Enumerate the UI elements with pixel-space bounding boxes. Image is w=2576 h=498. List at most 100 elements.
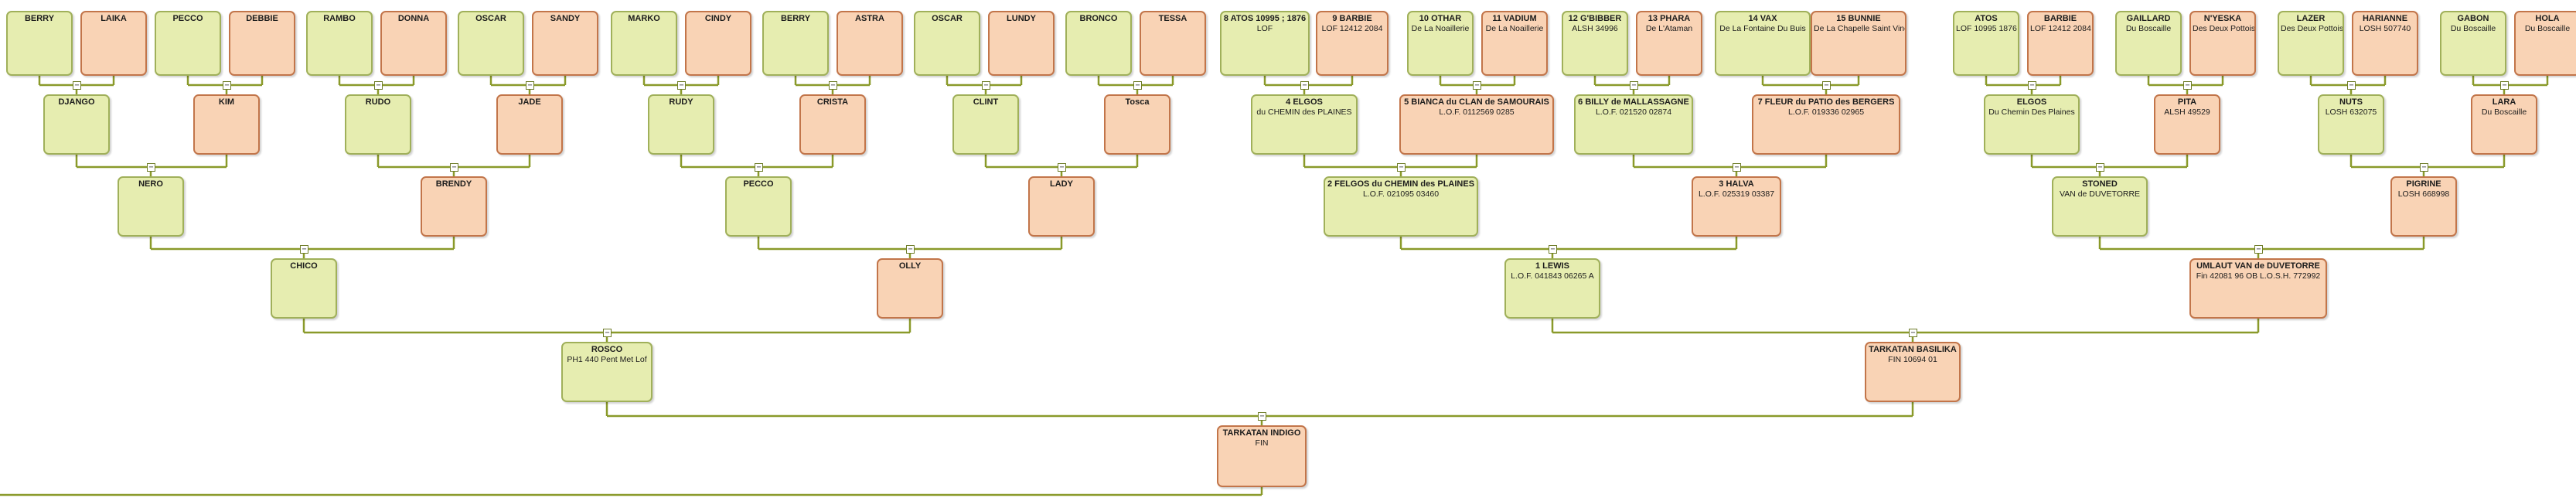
collapse-toggle-icon[interactable]: − (1258, 412, 1266, 421)
collapse-toggle-icon[interactable]: − (1630, 81, 1638, 90)
collapse-toggle-icon[interactable]: − (2254, 245, 2263, 254)
ancestor-gen6-card[interactable]: DEBBIE (229, 11, 295, 76)
collapse-toggle-icon[interactable]: − (1058, 163, 1066, 172)
ancestor-gen6-card[interactable]: SANDY (532, 11, 598, 76)
collapse-toggle-icon[interactable]: − (1133, 81, 1142, 90)
ancestor-gen6-card[interactable]: DONNA (380, 11, 447, 76)
collapse-toggle-icon[interactable]: − (906, 245, 915, 254)
collapse-toggle-icon[interactable]: − (677, 81, 686, 90)
ancestor-gen6-card[interactable]: LUNDY (988, 11, 1055, 76)
collapse-toggle-icon[interactable]: − (982, 81, 990, 90)
dog-registration: FIN (1255, 438, 1269, 448)
collapse-toggle-icon[interactable]: − (526, 81, 534, 90)
ancestor-gen5-card[interactable]: KIM (193, 94, 260, 155)
collapse-toggle-icon[interactable]: − (2183, 81, 2192, 90)
collapse-toggle-icon[interactable]: − (755, 163, 763, 172)
ancestor-gen6-card[interactable]: ASTRA (837, 11, 903, 76)
collapse-toggle-icon[interactable]: − (2500, 81, 2509, 90)
ancestor-gen5-card[interactable]: CRISTA (799, 94, 866, 155)
ancestor-gen6-card[interactable]: RAMBO (306, 11, 373, 76)
ancestor-gen6-card[interactable]: BRONCO (1065, 11, 1132, 76)
collapse-toggle-icon[interactable]: − (1733, 163, 1741, 172)
collapse-toggle-icon[interactable]: − (2028, 81, 2036, 90)
dog-name: OLLY (898, 261, 922, 271)
ancestor-gen5-card[interactable]: CLINT (952, 94, 1019, 155)
collapse-toggle-icon[interactable]: − (1397, 163, 1406, 172)
dog-name: 1 LEWIS (1535, 261, 1569, 271)
collapse-toggle-icon[interactable]: − (1300, 81, 1309, 90)
collapse-toggle-icon[interactable]: − (2096, 163, 2104, 172)
ancestor-gen5-card[interactable]: DJANGO (43, 94, 110, 155)
collapse-toggle-icon[interactable]: − (374, 81, 383, 90)
ancestor-gen5-card[interactable]: RUDO (345, 94, 411, 155)
ancestor-gen5-card[interactable]: Tosca (1104, 94, 1170, 155)
collapse-toggle-icon[interactable]: − (2347, 81, 2356, 90)
dog-name: 10 OTHAR (1419, 14, 1462, 23)
ancestor-gen6-card[interactable]: PECCO (155, 11, 221, 76)
collapse-toggle-icon[interactable]: − (300, 245, 308, 254)
ancestor-gen6-card[interactable]: MARKO (611, 11, 677, 76)
ancestor-gen6-card[interactable]: CINDY (685, 11, 751, 76)
ancestor-gen6-card[interactable]: LAIKA (80, 11, 147, 76)
collapse-toggle-icon[interactable]: − (603, 329, 612, 337)
ancestor-gen6-card[interactable]: BERRY (6, 11, 73, 76)
collapse-toggle-icon[interactable]: − (147, 163, 155, 172)
ancestor-gen3-card[interactable]: OLLY (877, 258, 943, 319)
collapse-toggle-icon[interactable]: − (450, 163, 458, 172)
ancestor-gen4-card[interactable]: NERO (118, 176, 184, 237)
collapse-toggle-icon[interactable]: − (1909, 329, 1917, 337)
ancestor-gen6-card[interactable]: BERRY (762, 11, 829, 76)
collapse-toggle-icon[interactable]: − (223, 81, 231, 90)
collapse-toggle-icon[interactable]: − (2420, 163, 2428, 172)
ancestor-gen5-card[interactable]: RUDY (648, 94, 714, 155)
ancestor-gen5-card[interactable]: JADE (496, 94, 563, 155)
ancestor-gen4-card[interactable]: PECCO (725, 176, 792, 237)
collapse-toggle-icon[interactable]: − (73, 81, 81, 90)
ancestor-gen6-card[interactable]: TESSA (1140, 11, 1206, 76)
ancestor-gen3-card[interactable]: CHICO (271, 258, 337, 319)
ancestor-gen6-card[interactable]: OSCAR (458, 11, 524, 76)
collapse-toggle-icon[interactable]: − (1549, 245, 1557, 254)
ancestor-gen4-card[interactable]: BRENDY (421, 176, 487, 237)
dog-name: NUTS (2339, 97, 2363, 107)
collapse-toggle-icon[interactable]: − (1473, 81, 1481, 90)
collapse-toggle-icon[interactable]: − (1822, 81, 1831, 90)
ancestor-gen6-card[interactable]: OSCAR (914, 11, 980, 76)
collapse-toggle-icon[interactable]: − (829, 81, 837, 90)
dog-registration: L.O.F. 021520 02874 (1595, 107, 1672, 117)
ancestor-gen4-card[interactable]: LADY (1028, 176, 1095, 237)
